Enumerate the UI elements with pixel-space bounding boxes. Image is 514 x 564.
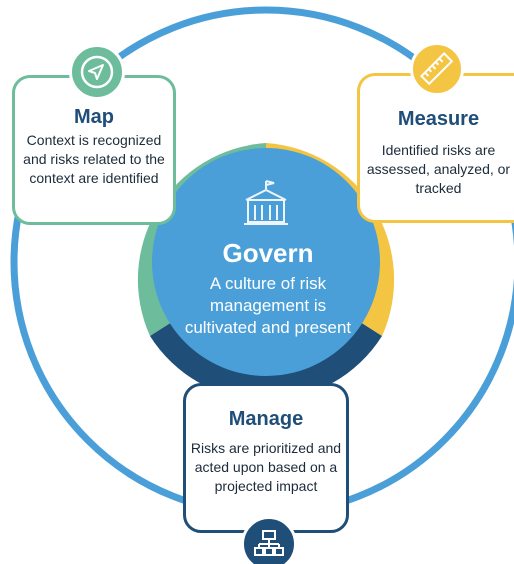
building-icon [244, 180, 288, 225]
manage-badge [241, 516, 297, 564]
manage-card: Manage Risks are prioritized and acted u… [183, 383, 349, 533]
map-description: Context is recognized and risks related … [23, 132, 165, 186]
map-badge [69, 44, 125, 100]
govern-text-block: Govern A culture of risk management is c… [178, 238, 358, 339]
manage-title: Manage [228, 408, 304, 430]
map-title: Map [74, 106, 114, 128]
compass-icon [80, 55, 114, 89]
hierarchy-icon [254, 530, 284, 556]
govern-title: Govern [222, 238, 314, 268]
measure-title: Measure [397, 108, 480, 130]
govern-circle [152, 148, 380, 376]
measure-description: Identified risks are assessed, analyzed,… [366, 142, 511, 196]
ruler-icon [420, 52, 454, 86]
govern-description: A culture of risk management is cultivat… [184, 274, 352, 337]
measure-card: Measure Identified risks are assessed, a… [357, 73, 514, 223]
measure-badge [410, 42, 464, 96]
manage-description: Risks are prioritized and acted upon bas… [190, 440, 342, 494]
